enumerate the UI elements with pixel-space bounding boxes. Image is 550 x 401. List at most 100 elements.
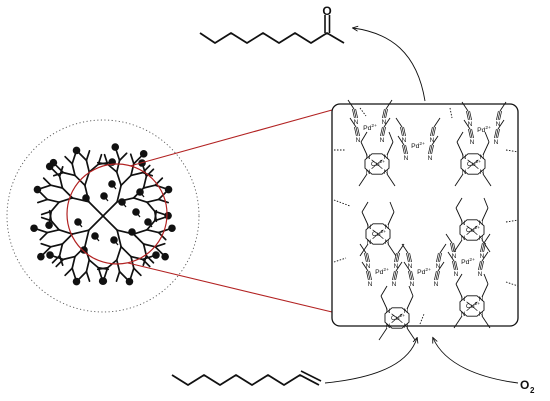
end-group-bead (125, 277, 134, 286)
ligand-bond (406, 252, 409, 263)
nitrile-nitrogen: N (404, 155, 409, 162)
dendrimer-bond (130, 162, 135, 177)
palladium-ion: Pd2+ (411, 141, 425, 150)
palladium-ion-charge: 2+ (383, 267, 389, 273)
copper-ion: Cu2+ (391, 313, 405, 322)
ligand-bond (452, 260, 455, 271)
nitrile-nitrogen: N (368, 281, 373, 288)
cu-nitrogen: N (366, 169, 371, 176)
nitrile-nitrogen: N (402, 137, 407, 144)
dendrimer-bond (88, 259, 100, 269)
ligand-bond (436, 252, 439, 263)
network-continuation (505, 281, 519, 287)
ligand-bond (359, 243, 367, 254)
end-group-bead (161, 252, 169, 261)
nitrile-nitrogen: N (468, 121, 473, 128)
ligand-bond (369, 270, 372, 281)
dendrimer-bond (154, 245, 164, 255)
dendrimer-bond (50, 219, 60, 231)
ligand-bond (439, 243, 447, 254)
dendrimer-bond (49, 184, 64, 189)
ligand-bond (499, 101, 507, 112)
dendrimer-bond (102, 201, 118, 217)
end-group-bead (128, 228, 136, 236)
ligand-bond (445, 233, 453, 244)
dendrimer-bond (48, 210, 53, 223)
ligand-bond (467, 110, 471, 121)
ligand-bond (483, 273, 489, 285)
dendrimer-bond (78, 152, 88, 162)
dendrimer-bond (130, 255, 144, 261)
ligand-bond (372, 233, 379, 240)
ligand-bond (471, 305, 478, 312)
ligand-bond (397, 135, 405, 146)
ligand-bond (392, 270, 395, 281)
cu-nitrogen: N (386, 308, 391, 315)
ligand-bond (361, 201, 369, 213)
nitrile-nitrogen: N (380, 137, 385, 144)
cu-nitrogen: N (480, 154, 485, 161)
ligand-bond (495, 128, 499, 139)
ligand-bond (391, 317, 398, 324)
dendrimer-bond (71, 153, 77, 165)
dendrimer-bond (58, 243, 64, 257)
dendrimer-bond (71, 255, 76, 270)
end-group-bead (46, 251, 54, 259)
ligand-bond (466, 301, 473, 307)
network-continuation (505, 219, 519, 223)
copper-ion: Cu2+ (371, 159, 385, 168)
dendrimer-bond (85, 159, 91, 173)
ligand-bond (406, 327, 416, 341)
ligand-bond (349, 117, 357, 128)
dendrimer-bond (130, 255, 135, 270)
ligand-bond (431, 126, 435, 137)
cu-nitrogen: N (479, 311, 484, 318)
end-group-bead (91, 232, 99, 240)
ligand-bond (454, 173, 464, 187)
cu-nitrogen: N (479, 296, 484, 303)
palladium-ion: Pd2+ (417, 267, 431, 276)
cu-nitrogen: N (384, 154, 389, 161)
nitrile-nitrogen: N (430, 137, 435, 144)
dendrimer-bond (142, 184, 157, 189)
arrow-from-octene (324, 338, 417, 384)
dendrimer-bond (88, 163, 100, 173)
end-group-bead (30, 224, 38, 233)
dendrimer-bond (62, 255, 76, 261)
dendrimer-bond (61, 187, 74, 199)
end-group-bead (136, 188, 144, 196)
dendrimer-bond (58, 228, 74, 235)
dendrimer-bond (106, 163, 118, 173)
end-group-bead (45, 221, 53, 229)
nitrile-nitrogen: N (452, 253, 457, 260)
ligand-bond (479, 260, 483, 271)
ligand-bond (395, 117, 403, 128)
nitrile-nitrogen: N (366, 263, 371, 270)
ligand-bond (388, 131, 394, 143)
dendrimer-bond (141, 255, 154, 261)
ligand-bond (461, 101, 469, 112)
ligand-bond (372, 229, 379, 235)
ligand-bond (366, 270, 369, 281)
cu-macrocycle (365, 223, 391, 245)
cu-nitrogen: N (384, 169, 389, 176)
octene-chain (171, 374, 320, 386)
end-group-bead (164, 211, 172, 220)
dendrimer-bond (146, 228, 160, 234)
ligand-bond (481, 260, 484, 271)
ligand-bond (347, 99, 355, 110)
dendrimer-bond (97, 266, 110, 271)
ligand-bond (433, 117, 441, 128)
ligand-bond (481, 283, 489, 298)
dendrimer-bond (58, 175, 64, 189)
ligand-bond (435, 270, 439, 281)
cu-nitrogen: N (385, 239, 390, 246)
ligand-bond (453, 315, 463, 329)
arrow-from-oxygen (433, 338, 519, 384)
ligand-bond (429, 144, 433, 155)
ligand-bond (409, 270, 413, 281)
copper-ion-charge: 2+ (380, 159, 386, 165)
dendrimer-bond (51, 168, 61, 178)
ligand-bond (382, 108, 385, 119)
